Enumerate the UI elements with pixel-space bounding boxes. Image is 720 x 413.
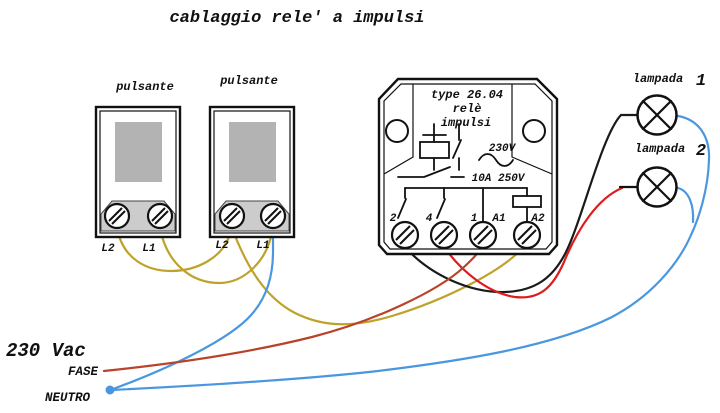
diagram-title: cablaggio rele' a impulsi [169,9,424,28]
phase-label: FASE [68,365,99,379]
lamp-1: lampada 1 [633,72,706,136]
lamp1-label: lampada [633,72,683,86]
ac-sine-icon [478,153,514,167]
relay-type-label: type 26.04 [431,88,503,102]
pushbutton1-l2-label: L2 [101,243,115,255]
wire-neutral-lamp2-join [676,186,695,224]
relay-screw-1[interactable] [468,220,498,250]
wires [102,113,711,395]
pushbutton2-l1-label: L1 [256,240,269,252]
relay-terminal-label-a1: A1 [491,213,505,225]
pushbutton1-key[interactable] [115,122,162,182]
relay-left-panel [383,84,414,175]
pushbutton2-terminal-l2[interactable] [218,202,246,230]
relay-name-line2: impulsi [441,116,491,130]
relay-terminal-label-1: 1 [471,213,478,225]
relay-contact-symbol [452,123,462,171]
pushbutton1-label: pulsante [115,80,174,94]
pushbutton2-terminal-l1[interactable] [259,202,287,230]
relay-name-line1: relè [453,102,482,116]
wire-button-link-l2 [115,226,233,273]
wire-relay2-to-lamp1 [403,113,639,294]
relay-contact-rating: 10A 250V [472,173,526,185]
relay-terminal-label-a2: A2 [530,213,545,225]
relay-screw-a2[interactable] [512,220,542,250]
supply-labels: 230 Vac FASE NEUTRO [6,340,99,405]
pushbutton-1: pulsante L2 L1 [94,80,182,255]
lamp2-number: 2 [696,142,706,161]
wire-button-link-l1 [158,226,274,285]
relay-switch-symbol [397,166,465,178]
pushbutton1-terminal-l2[interactable] [103,202,131,230]
relay-terminal-label-2: 2 [390,213,397,225]
pushbutton1-l1-label: L1 [142,243,155,255]
wire-phase-to-relay1 [102,239,485,373]
relay-mount-hole-right [522,119,546,143]
supply-voltage-label: 230 Vac [6,340,86,362]
lamp-2: lampada 2 [635,142,706,208]
wire-relay4-to-lamp2 [442,186,624,299]
pushbutton-2: pulsante L2 L1 [208,74,296,252]
impulse-relay: type 26.04 relè impulsi 230V 10A 250V 2 [377,77,559,256]
wire-neutral-lamp-return [110,114,711,392]
relay-coil-symbol [419,123,450,171]
pushbutton2-l2-label: L2 [215,240,229,252]
pushbutton2-key[interactable] [229,122,276,182]
relay-coil-voltage: 230V [489,143,517,155]
wire-neutral-to-button [111,226,275,391]
relay-right-panel [511,84,553,175]
lamp2-label: lampada [635,142,685,156]
neutral-junction-dot [105,385,115,395]
pushbutton1-terminal-l1[interactable] [146,202,174,230]
relay-screw-4[interactable] [429,220,459,250]
relay-screw-2[interactable] [390,220,420,250]
relay-terminal-bus [397,187,542,223]
pushbutton2-label: pulsante [219,74,278,88]
lamp1-number: 1 [696,72,706,91]
relay-terminal-label-4: 4 [426,213,433,225]
neutral-label: NEUTRO [45,391,91,405]
relay-mount-hole-left [385,119,409,143]
